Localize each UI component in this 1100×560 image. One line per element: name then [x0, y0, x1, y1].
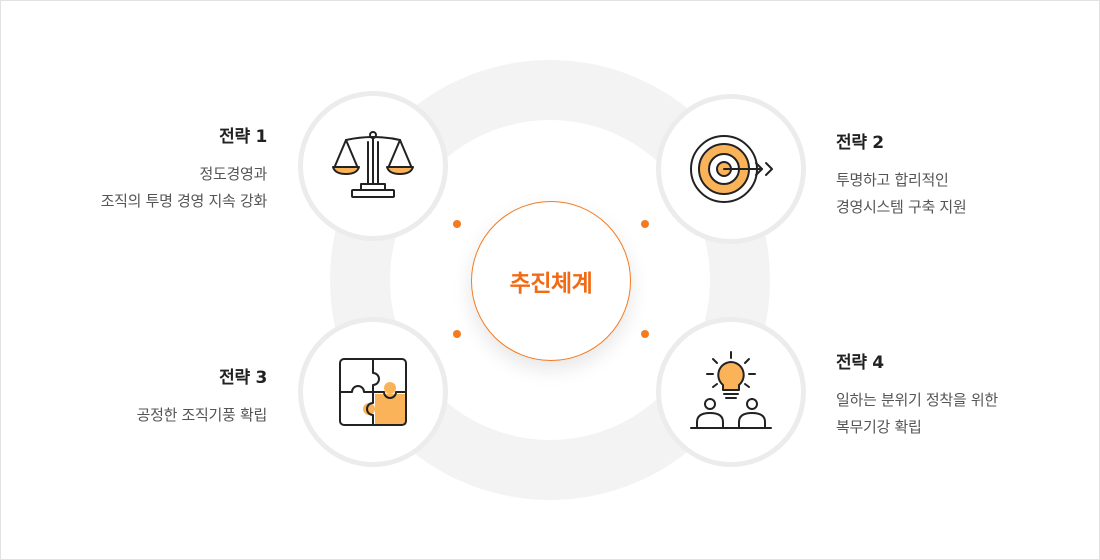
center-title: 추진체계: [509, 271, 593, 297]
strategy-4-desc-line-1: 일하는 분위기 정착을 위한: [836, 391, 998, 409]
connector-dot-top-left: [453, 220, 461, 228]
strategy-4-title: 전략 4: [836, 353, 884, 373]
strategy-3: 전략 3 공정한 조직기풍 확립: [136, 363, 268, 429]
strategy-4-icon-circle: [656, 317, 806, 467]
center-circle: 추진체계: [471, 201, 631, 361]
strategy-2-desc-line-1: 투명하고 합리적인: [836, 171, 949, 189]
connector-dot-bottom-right: [641, 330, 649, 338]
connector-dot-bottom-left: [453, 330, 461, 338]
strategy-2-desc-line-2: 경영시스템 구축 지원: [836, 198, 967, 216]
strategy-4-desc-line-2: 복무기강 확립: [836, 418, 922, 436]
strategy-3-desc-line-1: 공정한 조직기풍 확립: [136, 406, 268, 424]
scale-icon: [332, 131, 414, 198]
strategy-3-icon-circle: [298, 317, 448, 467]
strategy-2-title: 전략 2: [836, 133, 884, 153]
idea-people-icon: [690, 351, 772, 429]
strategy-2-icon-circle: [656, 94, 806, 244]
strategy-1: 전략 1 정도경영과 조직의 투명 경영 지속 강화: [100, 122, 268, 215]
strategy-1-desc-line-2: 조직의 투명 경영 지속 강화: [100, 192, 268, 210]
strategy-3-title: 전략 3: [219, 368, 267, 388]
puzzle-icon: [339, 358, 407, 426]
strategy-1-title: 전략 1: [219, 127, 267, 147]
strategy-1-desc-line-1: 정도경영과: [199, 165, 267, 183]
strategy-2: 전략 2 투명하고 합리적인 경영시스템 구축 지원: [836, 128, 967, 221]
strategy-4: 전략 4 일하는 분위기 정착을 위한 복무기강 확립: [836, 348, 998, 441]
target-icon: [690, 135, 773, 203]
strategy-1-icon-circle: [298, 91, 448, 241]
connector-dot-top-right: [641, 220, 649, 228]
